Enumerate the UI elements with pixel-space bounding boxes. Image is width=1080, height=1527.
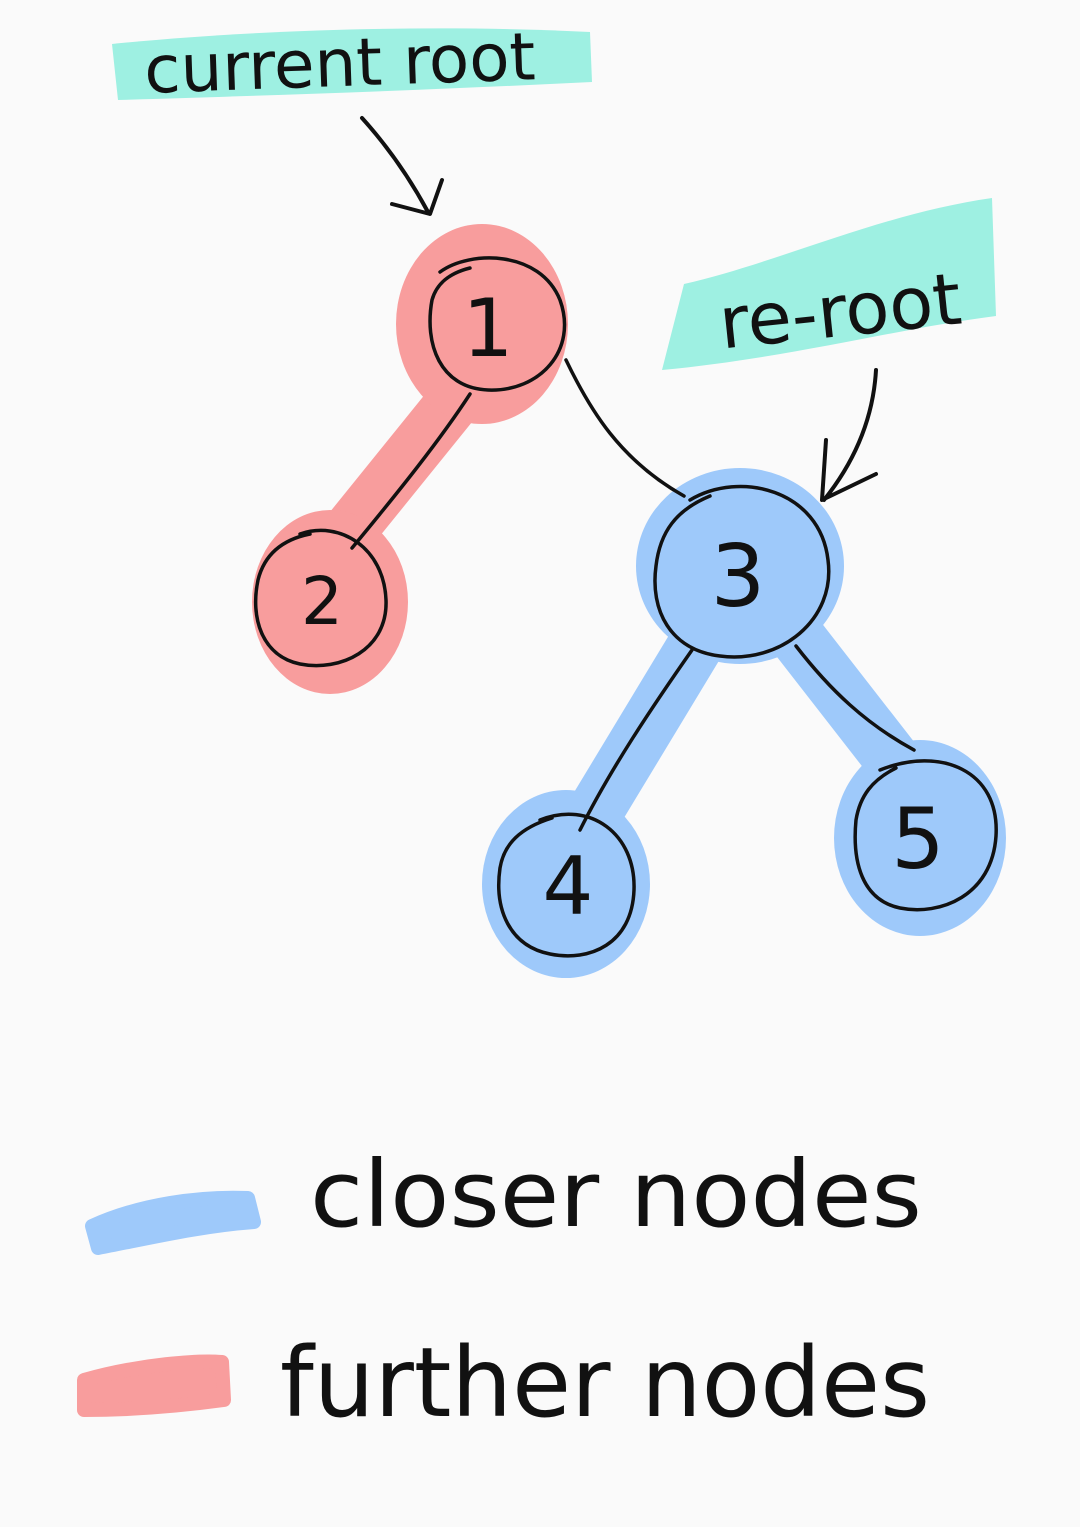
node-label-1: 1 <box>463 282 514 375</box>
node-circle-2 <box>253 528 388 668</box>
node-circle-4 <box>497 812 636 958</box>
node-3: 3 <box>653 484 831 659</box>
node-circle-5 <box>853 759 998 912</box>
node-label-4: 4 <box>543 840 594 933</box>
edge-1-2 <box>350 392 472 550</box>
node-highlights <box>252 224 1006 978</box>
node-label-2: 2 <box>301 563 343 640</box>
current-root-label: current root <box>143 18 537 109</box>
re-root-highlight <box>662 198 996 370</box>
node-label-3: 3 <box>711 527 766 627</box>
node-4: 4 <box>497 812 636 958</box>
node-circle-1 <box>428 256 567 392</box>
node-highlight-1 <box>396 224 568 424</box>
edge-3-5 <box>794 644 916 752</box>
legend-swatch-further <box>77 1354 231 1417</box>
current-root-highlight <box>112 28 592 100</box>
node-highlight-4 <box>482 790 650 978</box>
legend-swatch-closer <box>85 1190 261 1255</box>
node-5: 5 <box>853 759 998 912</box>
current-root-arrow <box>360 116 444 216</box>
node-highlight-3 <box>636 468 844 664</box>
node-label-5: 5 <box>891 790 944 888</box>
edge-1-3 <box>564 358 686 498</box>
node-highlight-5 <box>834 740 1006 936</box>
node-2: 2 <box>253 528 388 668</box>
legend-label-closer: closer nodes <box>310 1141 922 1248</box>
legend-item-further: further nodes <box>77 1327 930 1439</box>
legend-label-further: further nodes <box>280 1327 930 1439</box>
edge-3-4 <box>578 648 694 832</box>
node-1: 1 <box>428 256 567 392</box>
re-root-annotation: re-root <box>662 198 996 502</box>
edge-highlight-3-4 <box>562 610 728 848</box>
node-circle-3 <box>653 484 831 659</box>
current-root-annotation: current root <box>112 18 592 216</box>
legend: closer nodes further nodes <box>77 1141 930 1439</box>
re-root-arrow <box>820 368 878 502</box>
edges <box>350 358 916 832</box>
legend-item-closer: closer nodes <box>85 1141 922 1255</box>
